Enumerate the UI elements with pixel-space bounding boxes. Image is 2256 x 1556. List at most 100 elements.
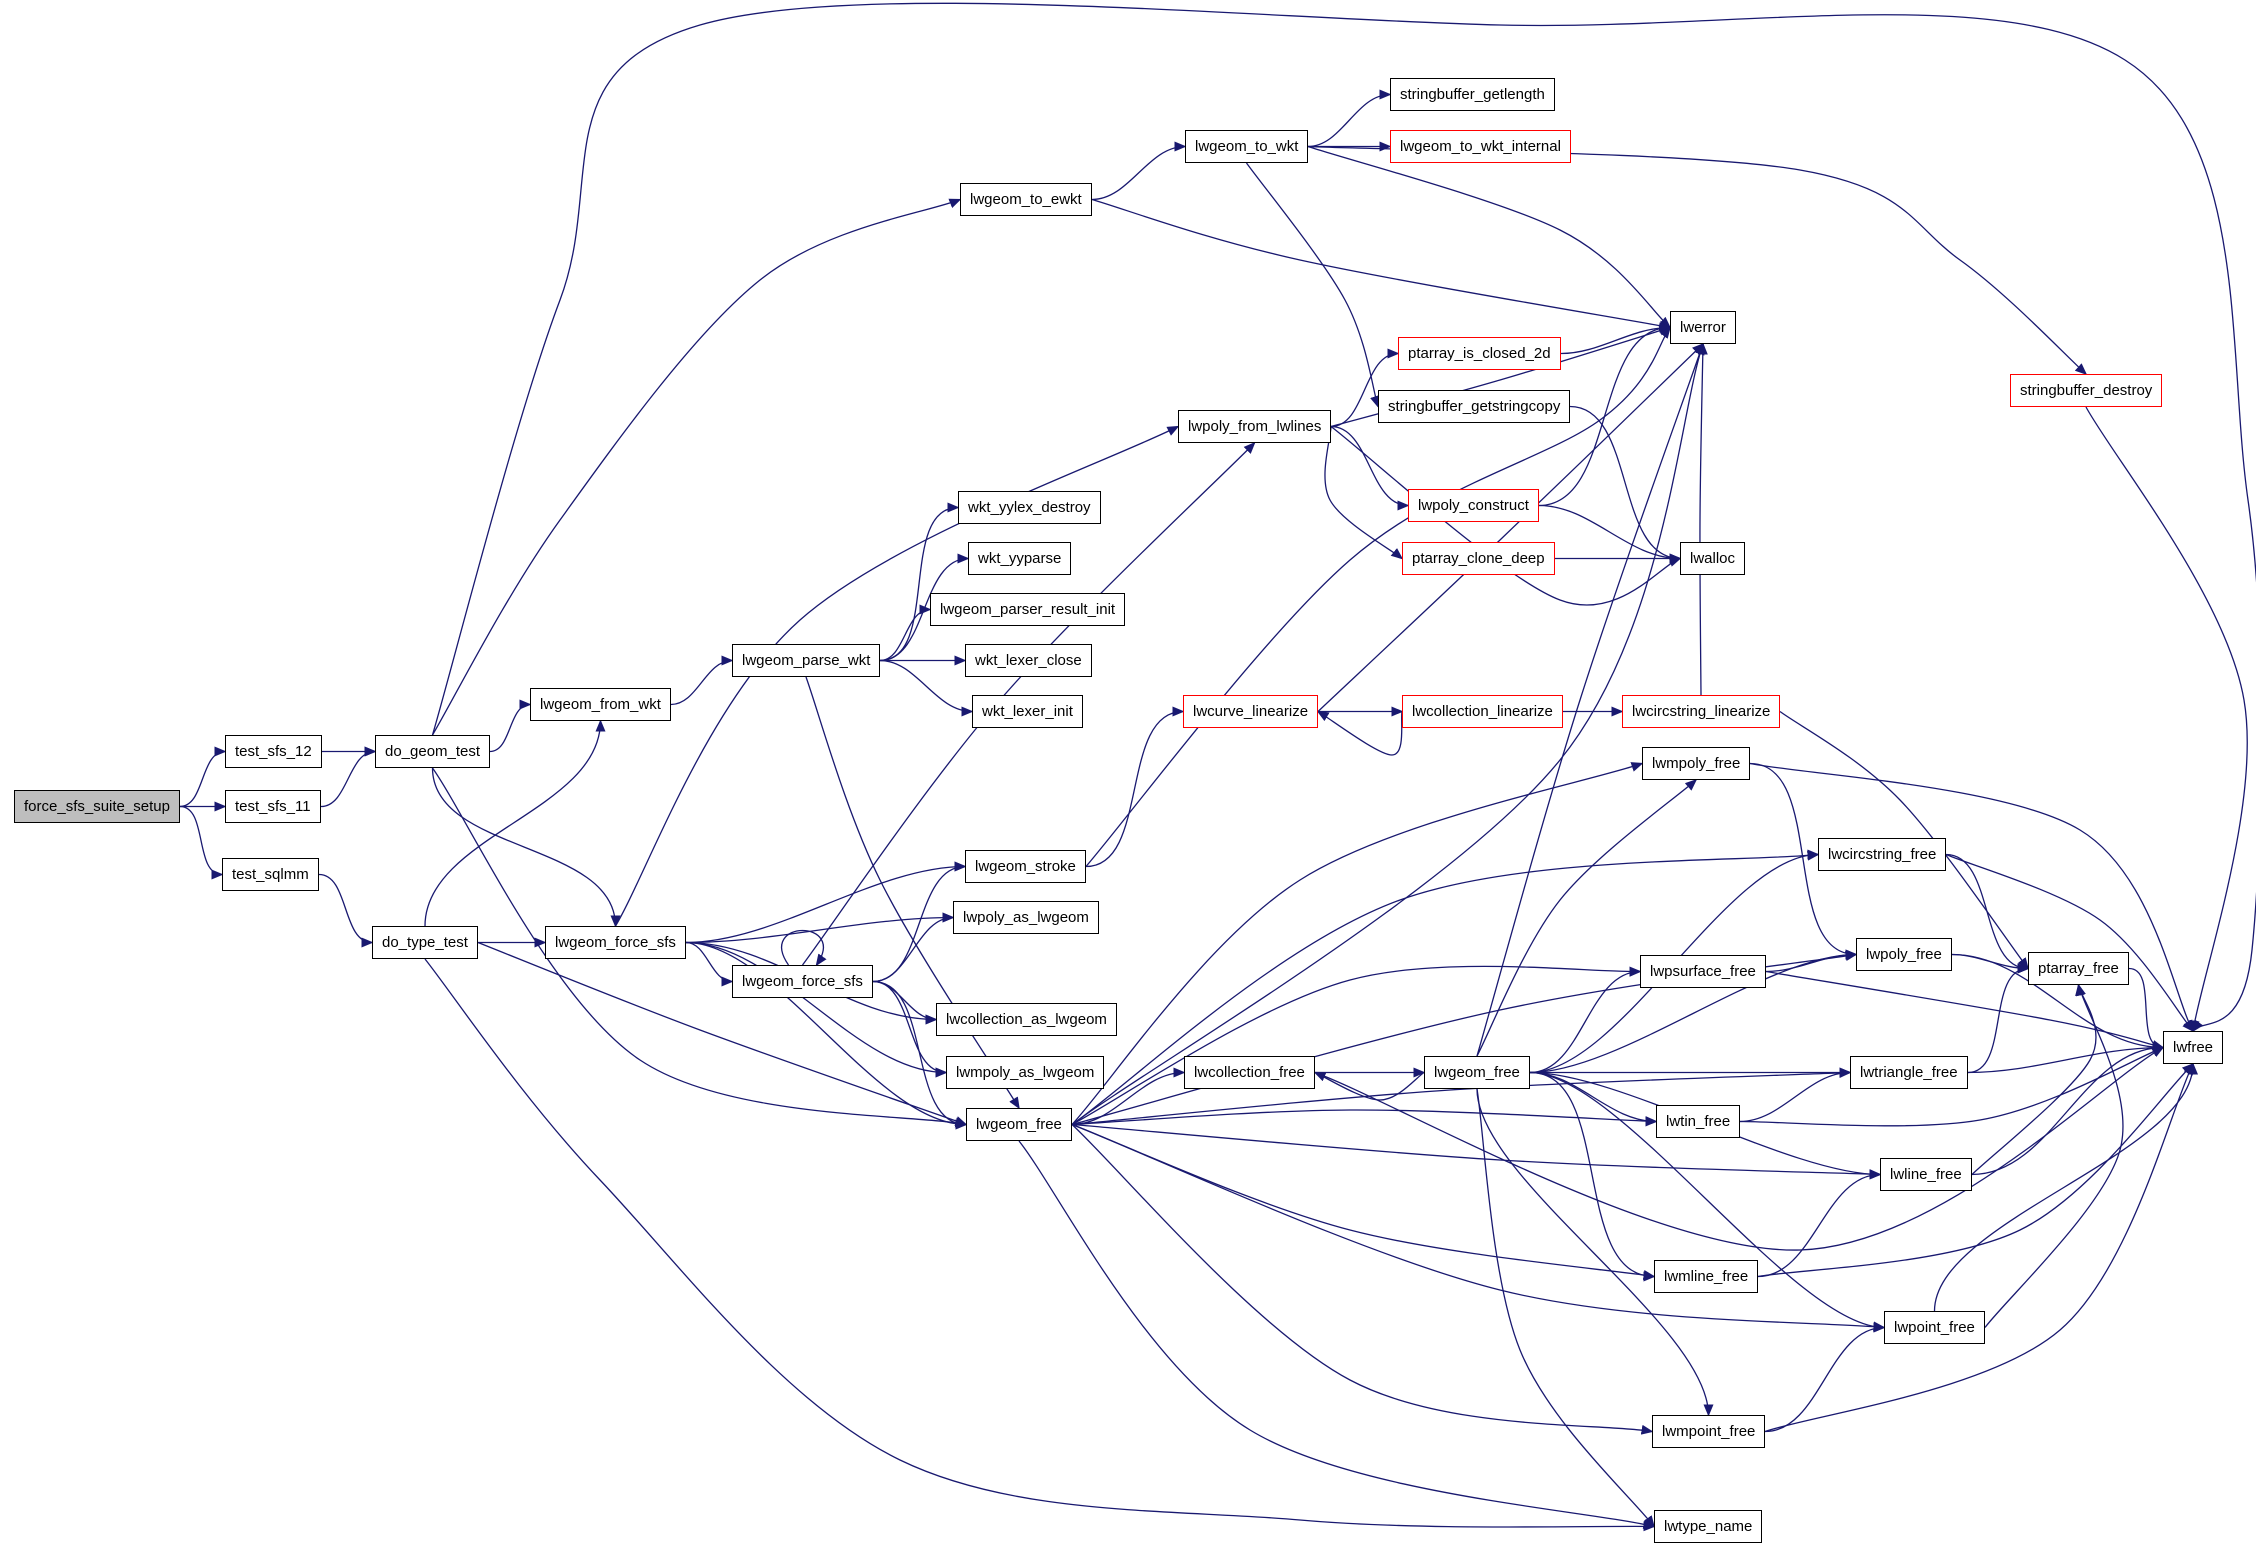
edge-lwgeom_free_b-lwtin_free — [1529, 1071, 1658, 1127]
edge-lwgeom_force_sfs_b-lwgeom_stroke — [872, 861, 967, 983]
edge-ptarray_free-lwfree — [2128, 967, 2165, 1053]
edge-lwgeom_free_b-lwmpoly_free — [1476, 779, 1698, 1057]
edge-lwcollection_linearize-lwcurve_linearize — [1316, 710, 1403, 756]
node-ptarray_clone_deep[interactable]: ptarray_clone_deep — [1402, 542, 1555, 575]
edge-lwgeom_parse_wkt-wkt_lexer_init — [879, 659, 974, 717]
node-lwcollection_as_lwgeom[interactable]: lwcollection_as_lwgeom — [936, 1003, 1117, 1036]
node-lwtype_name[interactable]: lwtype_name — [1654, 1510, 1763, 1543]
node-lwcircstring_linearize[interactable]: lwcircstring_linearize — [1622, 695, 1781, 728]
node-test_sfs_11[interactable]: test_sfs_11 — [225, 790, 321, 823]
node-lwpsurface_free[interactable]: lwpsurface_free — [1640, 955, 1766, 988]
node-lwcurve_linearize[interactable]: lwcurve_linearize — [1183, 695, 1319, 728]
edge-lwgeom_force_sfs_b-lwcollection_as_lwgeom — [872, 980, 938, 1025]
edge-lwtin_free-lwtriangle_free — [1739, 1067, 1852, 1123]
node-lwtin_free[interactable]: lwtin_free — [1656, 1105, 1741, 1138]
edge-lwmline_free-lwline_free — [1757, 1169, 1882, 1278]
edge-lwgeom_stroke-lwcurve_linearize — [1085, 706, 1185, 868]
node-lwerror[interactable]: lwerror — [1670, 311, 1736, 344]
node-lwgeom_parser_result_init[interactable]: lwgeom_parser_result_init — [930, 593, 1126, 626]
edge-lwpoly_free-ptarray_free — [1951, 953, 2030, 974]
node-ptarray_free[interactable]: ptarray_free — [2028, 952, 2129, 985]
edge-lwgeom_free_b-lwpsurface_free — [1529, 966, 1642, 1074]
edge-test_sqlmm-do_type_test — [318, 873, 374, 948]
node-lwgeom_to_wkt_internal[interactable]: lwgeom_to_wkt_internal — [1390, 130, 1571, 163]
edge-do_geom_test-lwgeom_to_ewkt — [431, 198, 962, 736]
edge-lwgeom_to_wkt-stringbuffer_getlength — [1307, 89, 1392, 148]
node-lwgeom_to_wkt[interactable]: lwgeom_to_wkt — [1185, 130, 1309, 163]
edge-lwgeom_force_sfs_a-lwgeom_stroke — [685, 861, 967, 944]
node-lwgeom_force_sfs_a[interactable]: lwgeom_force_sfs — [545, 926, 686, 959]
node-wkt_yylex_destroy[interactable]: wkt_yylex_destroy — [958, 491, 1101, 524]
edge-lwpoint_free-ptarray_free — [1984, 983, 2124, 1328]
node-lwmpoint_free[interactable]: lwmpoint_free — [1652, 1415, 1766, 1448]
node-lwgeom_force_sfs_b[interactable]: lwgeom_force_sfs — [732, 965, 873, 998]
node-test_sqlmm[interactable]: test_sqlmm — [222, 858, 319, 891]
node-stringbuffer_getstringcopy[interactable]: stringbuffer_getstringcopy — [1378, 390, 1571, 423]
edge-force_sfs_suite_setup-test_sqlmm — [179, 805, 224, 880]
node-lwgeom_parse_wkt[interactable]: lwgeom_parse_wkt — [732, 644, 881, 677]
node-lwpoly_free[interactable]: lwpoly_free — [1856, 938, 1952, 971]
edge-lwgeom_free_a-lwtype_name — [1018, 1140, 1656, 1529]
edge-lwgeom_free_a-lwmline_free — [1071, 1123, 1656, 1280]
node-stringbuffer_getlength[interactable]: stringbuffer_getlength — [1390, 78, 1555, 111]
node-do_type_test[interactable]: do_type_test — [372, 926, 478, 959]
node-lwalloc[interactable]: lwalloc — [1680, 542, 1746, 575]
edge-test_sfs_11-do_geom_test — [320, 746, 377, 808]
node-lwmline_free[interactable]: lwmline_free — [1654, 1260, 1759, 1293]
edge-lwmpoly_free-lwfree — [1749, 762, 2194, 1033]
node-wkt_lexer_close[interactable]: wkt_lexer_close — [965, 644, 1092, 677]
edge-lwgeom_free_a-lwerror — [1071, 342, 1705, 1126]
edge-lwcircstring_linearize-lwerror — [1697, 342, 1708, 696]
node-do_geom_test[interactable]: do_geom_test — [375, 735, 491, 768]
node-lwcollection_linearize[interactable]: lwcollection_linearize — [1402, 695, 1563, 728]
edge-do_type_test-lwgeom_free_a — [477, 941, 968, 1126]
edge-lwgeom_parse_wkt-lwgeom_free_a — [805, 676, 1020, 1110]
node-lwcircstring_free[interactable]: lwcircstring_free — [1818, 838, 1947, 871]
node-lwgeom_from_wkt[interactable]: lwgeom_from_wkt — [530, 688, 671, 721]
edge-lwgeom_from_wkt-lwgeom_parse_wkt — [670, 655, 734, 706]
node-test_sfs_12[interactable]: test_sfs_12 — [225, 735, 322, 768]
edge-lwgeom_to_ewkt-lwgeom_to_wkt — [1091, 141, 1187, 201]
edge-lwgeom_free_b-lwmline_free — [1529, 1071, 1656, 1282]
edge-force_sfs_suite_setup-test_sfs_12 — [179, 746, 227, 808]
edge-lwgeom_parse_wkt-wkt_yylex_destroy — [879, 502, 960, 662]
node-lwline_free[interactable]: lwline_free — [1880, 1158, 1972, 1191]
node-wkt_yyparse[interactable]: wkt_yyparse — [968, 542, 1072, 575]
node-lwgeom_free_a[interactable]: lwgeom_free — [966, 1108, 1072, 1141]
edge-lwgeom_free_a-lwpoint_free — [1071, 1123, 1886, 1332]
edge-lwgeom_to_wkt-stringbuffer_getstringcopy — [1245, 162, 1380, 408]
node-lwcollection_free[interactable]: lwcollection_free — [1184, 1056, 1315, 1089]
edge-lwmpoint_free-lwpoint_free — [1764, 1322, 1886, 1433]
edge-lwgeom_free_a-lwtin_free — [1071, 1109, 1658, 1127]
edge-lwmline_free-lwfree — [1757, 1062, 2195, 1278]
node-lwgeom_stroke[interactable]: lwgeom_stroke — [965, 850, 1086, 883]
edge-lwgeom_free_a-lwmpoly_free — [1071, 762, 1644, 1125]
edge-do_geom_test-lwgeom_free_a — [431, 767, 968, 1128]
node-lwpoly_from_lwlines[interactable]: lwpoly_from_lwlines — [1178, 410, 1332, 443]
edge-do_geom_test-lwgeom_from_wkt — [489, 699, 532, 753]
node-lwmpoly_free[interactable]: lwmpoly_free — [1642, 747, 1751, 780]
edge-do_type_test-lwtype_name — [424, 958, 1656, 1532]
edge-lwpoly_from_lwlines-lwpoly_construct — [1330, 425, 1410, 511]
node-lwmpoly_as_lwgeom[interactable]: lwmpoly_as_lwgeom — [946, 1056, 1105, 1089]
node-lwpoint_free[interactable]: lwpoint_free — [1884, 1311, 1985, 1344]
node-lwfree[interactable]: lwfree — [2163, 1031, 2224, 1064]
edge-do_geom_test-lwgeom_force_sfs_a — [431, 767, 621, 928]
node-lwgeom_free_b[interactable]: lwgeom_free — [1424, 1056, 1530, 1089]
node-ptarray_is_closed_2d[interactable]: ptarray_is_closed_2d — [1398, 337, 1561, 370]
node-wkt_lexer_init[interactable]: wkt_lexer_init — [972, 695, 1083, 728]
node-lwpoly_construct[interactable]: lwpoly_construct — [1408, 489, 1539, 522]
node-force_sfs_suite_setup[interactable]: force_sfs_suite_setup — [14, 790, 180, 823]
edge-lwline_free-lwfree — [1971, 1042, 2165, 1176]
edge-lwcircstring_free-ptarray_free — [1945, 853, 2030, 974]
node-lwtriangle_free[interactable]: lwtriangle_free — [1850, 1056, 1968, 1089]
edge-lwgeom_free_a-lwmpoint_free — [1071, 1124, 1654, 1435]
edge-ptarray_is_closed_2d-lwerror — [1560, 322, 1672, 355]
edge-stringbuffer_getstringcopy-lwalloc — [1569, 405, 1682, 564]
edge-lwtriangle_free-ptarray_free — [1967, 963, 2030, 1074]
node-lwgeom_to_ewkt[interactable]: lwgeom_to_ewkt — [960, 183, 1092, 216]
node-lwpoly_as_lwgeom[interactable]: lwpoly_as_lwgeom — [953, 901, 1099, 934]
node-stringbuffer_destroy[interactable]: stringbuffer_destroy — [2010, 374, 2163, 407]
edge-lwgeom_force_sfs_b-lwpoly_as_lwgeom — [872, 912, 955, 983]
